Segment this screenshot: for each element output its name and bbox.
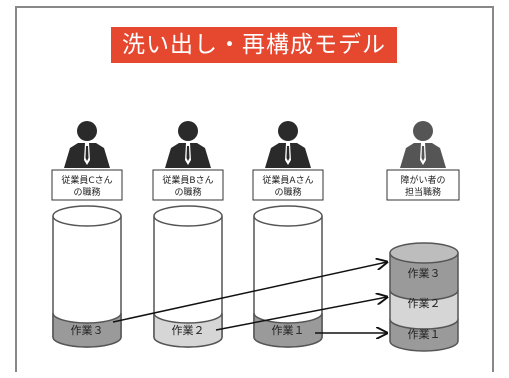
task-segment (389, 253, 459, 301)
target-group: 障がい者の 担当職務 作業３ 作業２ 作業１ (386, 121, 460, 352)
slide-title: 洗い出し・再構成モデル (111, 27, 397, 63)
task-label: 作業３ (408, 267, 441, 280)
employee-a-group: 従業員Aさん の職務 作業１ (252, 121, 324, 348)
person-icon (400, 121, 446, 168)
person-icon (165, 121, 211, 168)
job-label-box (152, 169, 224, 201)
job-label-line2: の職務 (73, 186, 100, 198)
task-label: 作業１ (408, 328, 441, 341)
cylinder-top (389, 242, 459, 264)
person-icon (64, 121, 110, 168)
job-label-line2: の職務 (274, 186, 301, 198)
employee-b-group: 従業員Bさん の職務 作業２ (152, 121, 224, 348)
job-label-box (51, 169, 123, 201)
job-label-line2: の職務 (174, 186, 201, 198)
person-icon (265, 121, 311, 168)
job-label-box (386, 169, 460, 201)
task-segment (153, 312, 223, 348)
job-label-line1: 従業員Bさん (162, 174, 213, 186)
job-label-line1: 障がい者の (400, 174, 445, 186)
task-segment (253, 312, 323, 348)
job-label-line1: 従業員Aさん (262, 174, 313, 186)
task-label: 作業３ (71, 324, 104, 337)
task-label: 作業２ (172, 324, 205, 337)
task-segment (52, 312, 122, 348)
task-label: 作業２ (408, 297, 441, 310)
job-label-line1: 従業員Cさん (61, 174, 112, 186)
job-label-box (252, 169, 324, 201)
employee-c-group: 従業員Cさん の職務 作業３ (51, 121, 123, 348)
arrow-task3 (112, 262, 387, 323)
slide-frame (15, 6, 494, 372)
task-label: 作業１ (272, 324, 305, 337)
job-label-line2: 担当職務 (405, 186, 441, 198)
arrow-task2 (215, 297, 387, 331)
